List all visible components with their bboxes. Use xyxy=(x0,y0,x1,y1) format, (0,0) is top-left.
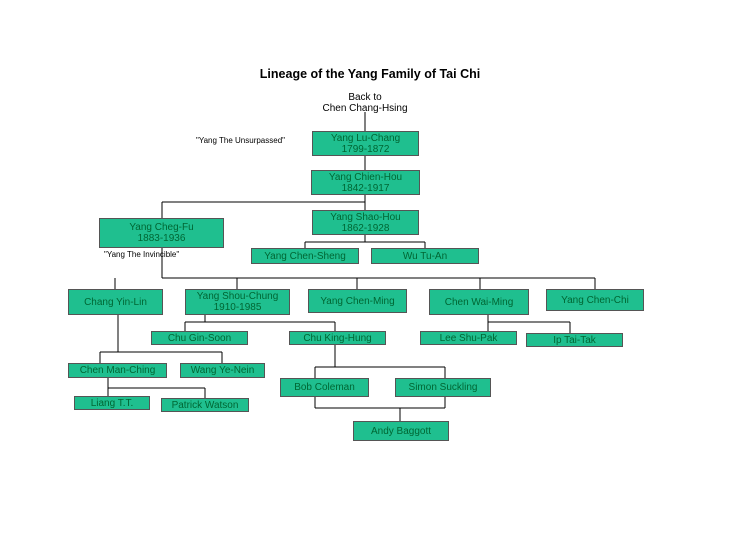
node-chang-yin-lin[interactable]: Chang Yin-Lin xyxy=(68,289,163,315)
node-chu-king-hung[interactable]: Chu King-Hung xyxy=(289,331,386,345)
back-to-ancestor: Back to Chen Chang-Hsing xyxy=(310,92,420,114)
node-lee-shu-pak[interactable]: Lee Shu-Pak xyxy=(420,331,517,345)
person-name: Chu Gin-Soon xyxy=(167,332,232,344)
person-name: Yang Lu-Chang xyxy=(330,132,401,144)
node-yang-chien-hou[interactable]: Yang Chien-Hou 1842-1917 xyxy=(311,170,420,195)
person-years: 1883-1936 xyxy=(137,233,186,244)
node-yang-chen-ming[interactable]: Yang Chen-Ming xyxy=(308,289,407,313)
node-yang-shao-hou[interactable]: Yang Shao-Hou 1862-1928 xyxy=(312,210,419,235)
node-ip-tai-tak[interactable]: Ip Tai-Tak xyxy=(526,333,623,347)
person-name: Yang Chien-Hou xyxy=(328,171,403,183)
node-chen-man-ching[interactable]: Chen Man-Ching xyxy=(68,363,167,378)
person-name: Yang Shou-Chung xyxy=(196,291,279,302)
node-wu-tu-an[interactable]: Wu Tu-An xyxy=(371,248,479,264)
node-yang-chen-sheng[interactable]: Yang Chen-Sheng xyxy=(251,248,359,264)
person-name: Chen Wai-Ming xyxy=(444,296,514,308)
person-name: Yang Chen-Chi xyxy=(561,294,629,306)
note-invincible: "Yang The Invincible" xyxy=(104,250,180,259)
person-name: Wang Ye-Nein xyxy=(190,365,255,376)
person-name: Patrick Watson xyxy=(171,399,239,411)
person-years: 1842-1917 xyxy=(341,182,390,194)
node-yang-lu-chang[interactable]: Yang Lu-Chang 1799-1872 xyxy=(312,131,419,156)
node-wang-ye-nein[interactable]: Wang Ye-Nein xyxy=(180,363,265,378)
node-yang-chen-chi[interactable]: Yang Chen-Chi xyxy=(546,289,644,311)
person-name: Wu Tu-An xyxy=(402,250,448,262)
person-years: 1910-1985 xyxy=(213,302,262,313)
person-years: 1862-1928 xyxy=(341,222,390,234)
person-name: Lee Shu-Pak xyxy=(439,332,498,344)
person-name: Chang Yin-Lin xyxy=(84,296,147,308)
person-name: Simon Suckling xyxy=(408,382,478,393)
person-name: Liang T.T. xyxy=(90,397,134,409)
node-chen-wai-ming[interactable]: Chen Wai-Ming xyxy=(429,289,529,315)
person-name: Chen Man-Ching xyxy=(79,365,156,376)
node-patrick-watson[interactable]: Patrick Watson xyxy=(161,398,249,412)
node-yang-cheng-fu[interactable]: Yang Cheg-Fu 1883-1936 xyxy=(99,218,224,248)
node-simon-suckling[interactable]: Simon Suckling xyxy=(395,378,491,397)
person-name: Andy Baggott xyxy=(370,425,432,437)
node-yang-shou-chung[interactable]: Yang Shou-Chung 1910-1985 xyxy=(185,289,290,315)
person-name: Chu King-Hung xyxy=(303,332,372,344)
node-liang-tt[interactable]: Liang T.T. xyxy=(74,396,150,410)
node-bob-coleman[interactable]: Bob Coleman xyxy=(280,378,369,397)
node-chu-gin-soon[interactable]: Chu Gin-Soon xyxy=(151,331,248,345)
person-name: Yang Chen-Ming xyxy=(320,295,395,307)
person-name: Ip Tai-Tak xyxy=(553,334,596,346)
person-name: Yang Cheg-Fu xyxy=(129,222,194,233)
node-andy-baggott[interactable]: Andy Baggott xyxy=(353,421,449,441)
chart-title: Lineage of the Yang Family of Tai Chi xyxy=(259,67,481,81)
person-name: Bob Coleman xyxy=(294,382,355,393)
ancestor-name: Chen Chang-Hsing xyxy=(322,103,408,114)
person-years: 1799-1872 xyxy=(341,143,390,155)
person-name: Yang Shao-Hou xyxy=(330,211,401,223)
person-name: Yang Chen-Sheng xyxy=(264,250,346,262)
back-to-label: Back to xyxy=(348,92,382,103)
note-unsurpassed: "Yang The Unsurpassed" xyxy=(196,136,285,145)
